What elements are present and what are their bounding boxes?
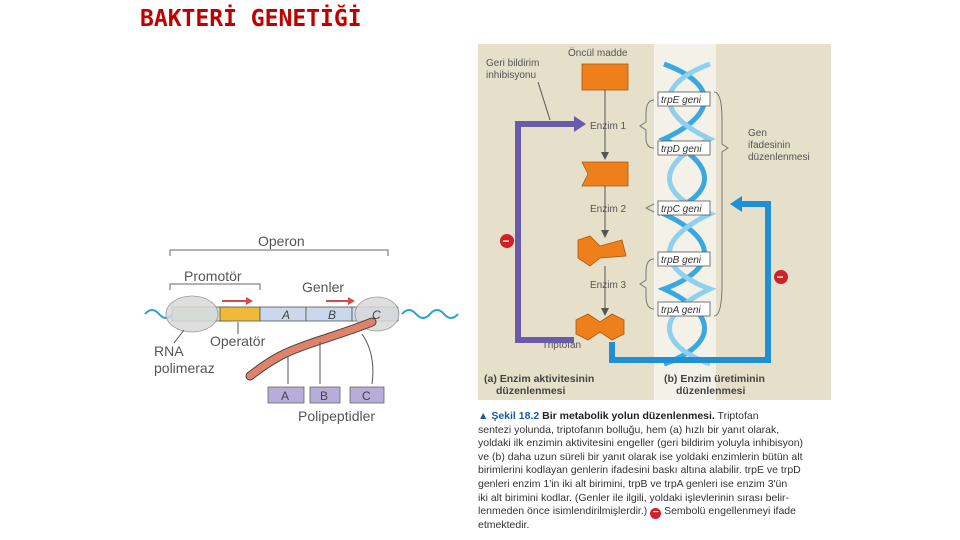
rna-label-line1: RNA [154, 343, 184, 359]
caption-line-6: iki alt birimini kodlar. (Genler ile ilg… [478, 491, 790, 504]
rna-polymerase-left [165, 295, 219, 333]
operon-diagram: Operon Promotör Genler A B C Operatör RN… [144, 233, 459, 424]
precursor-label: Öncül madde [568, 47, 628, 59]
gene-label-trpB: trpB geni [661, 255, 702, 266]
tryptophan-label: Triptofan [542, 340, 581, 351]
gene-label-trpD: trpD geni [661, 144, 702, 155]
polypeptide-b-label: B [320, 389, 328, 403]
tryptophan-shape [575, 313, 625, 341]
caption-line-2: yoldaki ilk enzimin aktivitesini engelle… [478, 437, 804, 450]
label-b-line2: düzenlenmesi [676, 385, 746, 397]
promotor-arrowhead [246, 297, 253, 305]
gene-expr-label-3: düzenlenmesi [748, 152, 810, 163]
caption-line-7: lenmeden önce isimlendirilmişlerdir.) − … [478, 505, 830, 520]
gene-c-label: C [372, 308, 381, 322]
gene-box-trpE: trpE geni [657, 91, 711, 107]
feedback-label-line1: Geri bildirim [486, 58, 539, 69]
mrna-transcript-fill [246, 318, 376, 380]
caption-line-0: ▲ Şekil 18.2 Bir metabolik yolun düzenle… [478, 410, 830, 424]
caption-line-4: birimlerini kodlayan genlerin ifadesini … [478, 464, 801, 477]
caption-heading: Bir metabolik yolun düzenlenmesi. [542, 410, 715, 422]
caption-inhibit-icon: − [650, 508, 662, 520]
feedback-label-line2: inhibisyonu [486, 70, 536, 81]
caption-line-8: etmektedir. [478, 519, 530, 532]
caption-marker: ▲ [478, 410, 489, 422]
inhibit-symbol-b [774, 270, 788, 284]
genes-arrowhead [348, 297, 355, 305]
enzyme1-label: Enzim 1 [590, 121, 627, 132]
promotor-bracket [169, 283, 261, 290]
feedback-inhibition-arrow [515, 121, 576, 343]
label-b-line1: (b) Enzim üretiminin [664, 373, 765, 385]
promotor-label: Promotör [184, 268, 242, 284]
brace-enzyme2 [644, 203, 655, 213]
gene-a-label: A [281, 308, 290, 322]
precursor-shape [581, 63, 629, 91]
gene-box-trpA: trpA geni [657, 301, 711, 317]
polypeptide-a-box [267, 386, 305, 404]
inhibit-symbol-a-sign: − [503, 234, 510, 248]
slide-title: BAKTERİ GENETİĞİ [140, 6, 362, 32]
intermediate-2 [577, 235, 627, 267]
gene-box-trpB: trpB geni [657, 251, 711, 267]
caption-text-0: Triptofan [714, 410, 759, 422]
arrow-to-poly-c [361, 333, 374, 385]
gene-box-trpD: trpD geni [657, 140, 711, 156]
enzyme3-label: Enzim 3 [590, 280, 627, 291]
gene-expr-label-1: Gen [748, 128, 767, 139]
enzyme2-label: Enzim 2 [590, 204, 627, 215]
brace-gene-expression [713, 91, 729, 317]
operator-region [219, 306, 261, 322]
polypeptide-c-box [349, 386, 385, 404]
caption-line-5: genleri enzim 1'in iki alt birimini, trp… [478, 477, 788, 490]
arrowhead-2 [601, 230, 609, 238]
inhibit-symbol-a [500, 234, 514, 248]
figure-caption: ▲ Şekil 18.2 Bir metabolik yolun düzenle… [478, 410, 830, 533]
arrowhead-1 [601, 152, 609, 160]
caption-figure-number: Şekil 18.2 [491, 410, 540, 422]
inhibit-symbol-b-sign: − [777, 270, 784, 284]
gene-label-trpC: trpC geni [661, 204, 702, 215]
polypeptide-c-label: C [362, 389, 371, 403]
genes-label: Genler [302, 279, 344, 295]
rna-pointer [173, 329, 185, 344]
repression-arrow [609, 201, 771, 363]
polypeptide-a-label: A [281, 389, 289, 403]
feedback-pointer [537, 81, 551, 121]
repression-arrowhead [730, 196, 742, 212]
feedback-arrowhead [574, 116, 586, 132]
brace-enzyme1 [639, 99, 655, 149]
pathway-diagram: Öncül madde Geri bildirim inhibisyonu En… [484, 44, 810, 400]
gene-b-label: B [328, 308, 336, 322]
operator-label: Operatör [210, 333, 266, 349]
dna-strand-right [401, 309, 459, 319]
label-a-line1: (a) Enzim aktivitesinin [484, 373, 594, 385]
gene-label-trpA: trpA geni [661, 305, 701, 316]
caption-line-1: sentezi yolunda, triptofanın bolluğu, he… [478, 423, 780, 436]
polypeptides-label: Polipeptidler [298, 408, 375, 424]
operon-bracket [169, 249, 389, 256]
operon-label: Operon [258, 233, 305, 249]
intermediate-1 [581, 161, 629, 187]
gene-expr-label-2: ifadesinin [748, 140, 790, 151]
gene-box-trpC: trpC geni [657, 200, 711, 216]
caption-text-7: lenmeden önce isimlendirilmişlerdir.) [478, 505, 648, 518]
gene-label-trpE: trpE geni [661, 95, 702, 106]
caption-text-7b: Sembolü engellenmeyi ifade [661, 505, 796, 518]
polypeptide-b-box [309, 386, 341, 404]
caption-line-3: ve (b) daha uzun süreli bir yanıt olarak… [478, 450, 803, 463]
brace-enzyme3 [639, 258, 655, 310]
arrowhead-3 [601, 308, 609, 316]
label-a-line2: düzenlenmesi [496, 385, 566, 397]
rna-label-line2: polimeraz [154, 360, 215, 376]
